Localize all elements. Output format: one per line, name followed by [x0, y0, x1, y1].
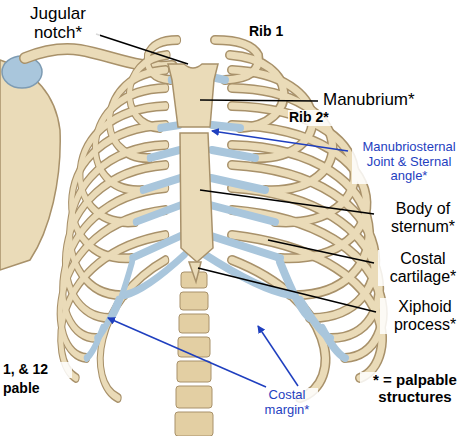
anatomy-label: Body of sternum* [378, 200, 468, 236]
anatomy-label: Rib 1 [248, 24, 300, 40]
anatomy-label: pable [2, 381, 72, 397]
anatomy-label: Rib 2* [288, 110, 348, 126]
anatomy-label: Costal cartilage* [378, 250, 468, 286]
anatomy-label: 1, & 12 [2, 362, 72, 378]
anatomy-label: Costal margin* [256, 388, 318, 417]
anatomy-label: Manubriosternal Joint & Sternal angle* [352, 140, 466, 184]
anatomy-label: Xiphoid process* [380, 298, 470, 334]
anatomy-label: Manubrium* [322, 90, 452, 109]
anatomy-label: * = palpable structures [360, 372, 470, 406]
anatomy-label: Jugular notch* [16, 4, 100, 42]
